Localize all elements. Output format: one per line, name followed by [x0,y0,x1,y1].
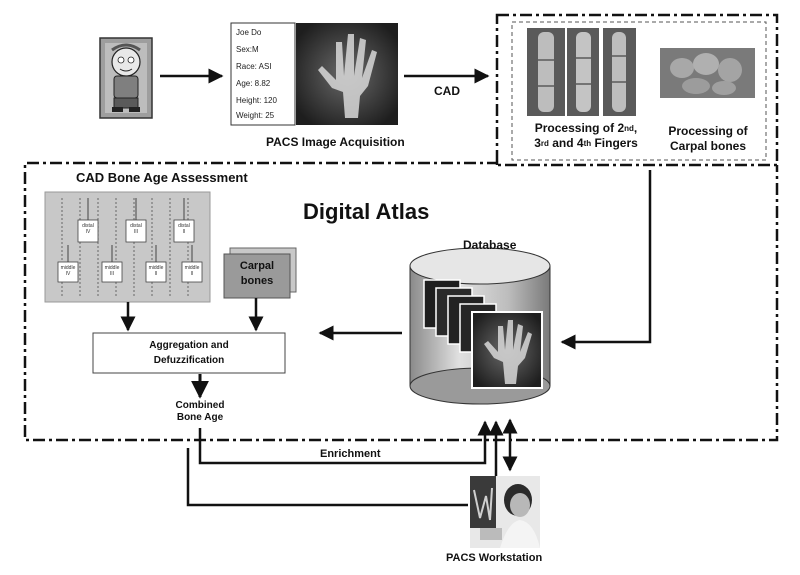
aggregation-box [92,332,286,374]
enrichment-line [198,420,493,465]
digital-atlas-title: Digital Atlas [303,199,430,224]
patient-age: Age: 8.82 [236,79,271,88]
patient-weight: Weight: 25 [236,111,275,120]
inner-processing-frame [511,21,767,161]
patient-sex: Sex:M [236,45,259,54]
hand-xray-image [296,23,398,125]
arrow-cad-to-database [560,170,652,350]
carpal-bones-box [223,247,297,299]
patient-height: Height: 120 [236,96,277,105]
patient-icon [99,37,153,119]
digital-atlas-frame [23,161,779,442]
pacs-acquisition-label: PACS Image Acquisition [266,135,405,149]
cad-region-frame [495,13,779,167]
fingers-processing-label: Processing of 2nd, 3rd and 4th Fingers [534,121,638,150]
patient-card [230,22,296,126]
pacs-workstation-label: PACS Workstation [446,552,543,564]
workstation-photo [470,476,540,548]
cad-label: CAD [434,84,460,98]
cad-bone-age-title: CAD Bone Age Assessment [76,170,248,185]
patient-name: Joe Do [236,28,262,37]
workstation-feedback-line [186,448,468,507]
patient-race: Race: ASI [236,62,272,71]
database-label: Database [463,238,517,252]
enrichment-label: Enrichment [320,448,381,460]
finger-xray-images [527,28,636,116]
database-xray-stack [423,279,543,389]
phalanx-panel [44,191,211,303]
carpal-xray-image [660,48,755,98]
